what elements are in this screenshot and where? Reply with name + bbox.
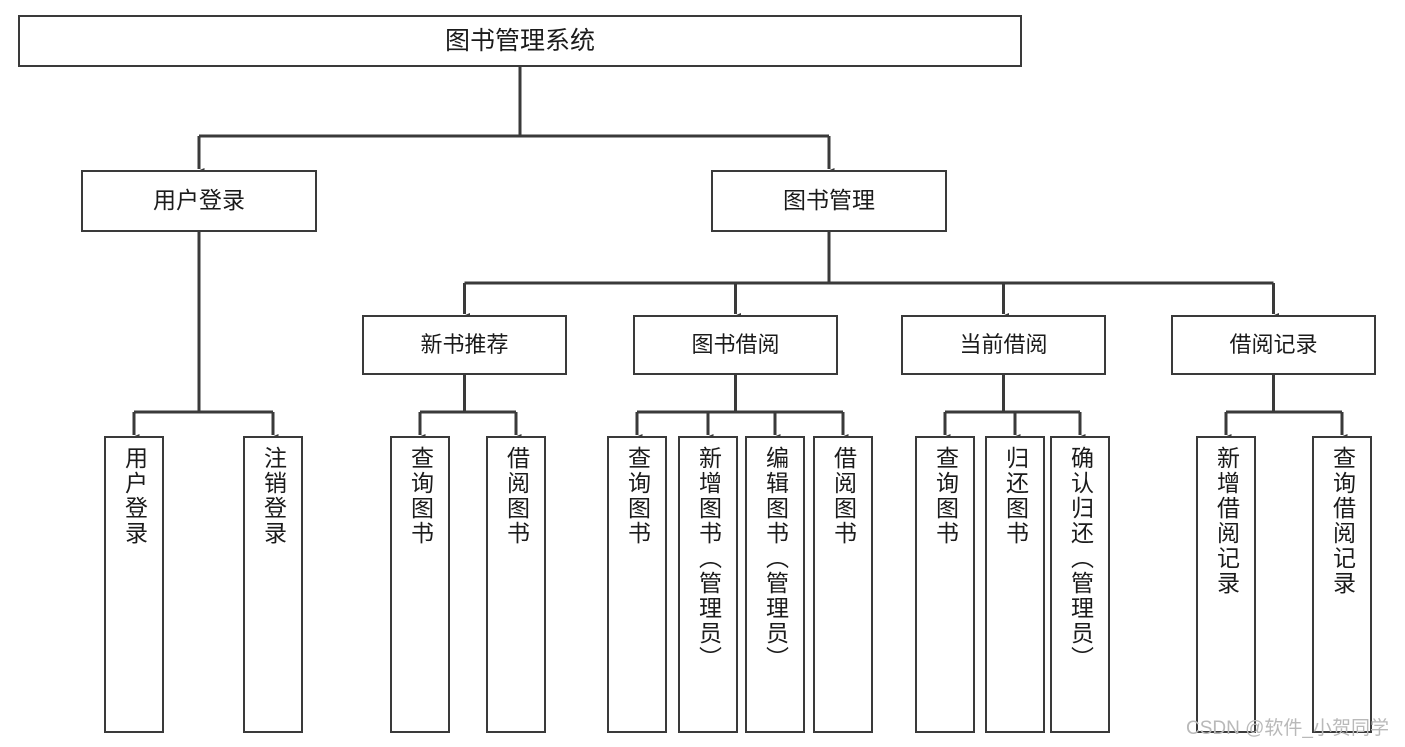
node-leaf-borrow-book[interactable]: 借阅图书: [813, 436, 873, 733]
node-leaf-add-book[interactable]: 新增图书（管理员）: [678, 436, 738, 733]
node-leaf-edit-book-label: 编辑图书（管理员）: [762, 446, 789, 671]
node-leaf-add-record[interactable]: 新增借阅记录: [1196, 436, 1256, 733]
node-leaf-return-book[interactable]: 归还图书: [985, 436, 1045, 733]
node-leaf-query-book-borrow-label: 查询图书: [624, 446, 651, 546]
node-leaf-query-book-cur[interactable]: 查询图书: [915, 436, 975, 733]
node-leaf-add-book-label: 新增图书（管理员）: [695, 446, 722, 671]
node-user-login-label: 用户登录: [153, 187, 245, 214]
node-borrow-record[interactable]: 借阅记录: [1171, 315, 1376, 375]
node-leaf-confirm-return-label: 确认归还（管理员）: [1067, 446, 1094, 671]
node-leaf-borrow-book-label: 借阅图书: [830, 446, 857, 546]
node-leaf-borrow-book-rec-label: 借阅图书: [503, 446, 530, 546]
node-leaf-query-record-label: 查询借阅记录: [1329, 446, 1356, 596]
node-book-manage-label: 图书管理: [783, 187, 875, 214]
edge-paths: [128, 67, 1348, 443]
node-leaf-query-record[interactable]: 查询借阅记录: [1312, 436, 1372, 733]
node-leaf-add-record-label: 新增借阅记录: [1213, 446, 1240, 596]
node-leaf-borrow-book-rec[interactable]: 借阅图书: [486, 436, 546, 733]
node-book-manage[interactable]: 图书管理: [711, 170, 947, 232]
node-leaf-query-book-rec-label: 查询图书: [407, 446, 434, 546]
node-current-borrow-label: 当前借阅: [959, 331, 1048, 357]
node-leaf-user-logout[interactable]: 注销登录: [243, 436, 303, 733]
node-leaf-user-login[interactable]: 用户登录: [104, 436, 164, 733]
node-book-borrow[interactable]: 图书借阅: [633, 315, 838, 375]
node-new-book-rec-label: 新书推荐: [420, 331, 509, 357]
node-leaf-query-book-cur-label: 查询图书: [932, 446, 959, 546]
node-borrow-record-label: 借阅记录: [1229, 331, 1318, 357]
node-root-label: 图书管理系统: [444, 27, 595, 55]
node-leaf-confirm-return[interactable]: 确认归还（管理员）: [1050, 436, 1110, 733]
node-book-borrow-label: 图书借阅: [691, 331, 780, 357]
node-leaf-query-book-borrow[interactable]: 查询图书: [607, 436, 667, 733]
node-leaf-edit-book[interactable]: 编辑图书（管理员）: [745, 436, 805, 733]
node-new-book-rec[interactable]: 新书推荐: [362, 315, 567, 375]
node-leaf-query-book-rec[interactable]: 查询图书: [390, 436, 450, 733]
node-leaf-return-book-label: 归还图书: [1002, 446, 1029, 546]
node-current-borrow[interactable]: 当前借阅: [901, 315, 1106, 375]
node-leaf-user-login-label: 用户登录: [121, 446, 148, 546]
node-leaf-user-logout-label: 注销登录: [260, 446, 287, 546]
node-user-login[interactable]: 用户登录: [81, 170, 317, 232]
node-root[interactable]: 图书管理系统: [18, 15, 1022, 67]
